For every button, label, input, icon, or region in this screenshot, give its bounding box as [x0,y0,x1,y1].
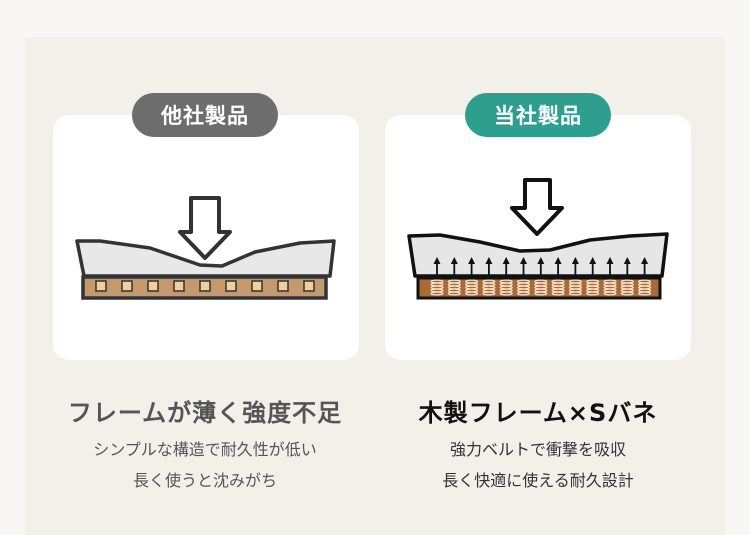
support-arrowhead [450,257,458,264]
slat [147,280,159,292]
support-arrowhead [468,257,476,264]
pressure-arrow-icon [178,196,232,260]
spring-icon [568,279,583,296]
other-product-badge: 他社製品 [132,93,278,137]
support-arrowhead [520,257,527,264]
slat [277,280,289,292]
slat [199,280,211,292]
spring-icon [551,279,565,296]
spring-icon [482,279,496,296]
support-arrowhead [433,257,441,264]
spring-icon [499,279,513,296]
other-product-title: フレームが薄く強度不足 [67,399,343,427]
spring-icon [534,279,548,296]
support-arrowhead [485,257,493,264]
slat [225,280,237,292]
spring-icon [430,279,444,296]
other-mattress-illustration [75,196,336,300]
s-springs [430,279,652,296]
support-arrowhead [641,257,649,264]
slat [173,280,185,292]
slat [251,280,263,292]
support-arrowhead [502,257,510,264]
other-description-line-2: 長く使うと沈みがち [132,471,277,490]
spring-icon [603,279,617,296]
wooden-frame [416,276,662,300]
spring-icon [516,279,531,296]
pressure-arrow-icon [510,178,564,236]
slat [303,280,315,292]
spring-icon [620,279,634,296]
slat [95,280,107,292]
spring-icon [465,279,479,296]
our-description-line-2: 長く快適に使える耐久設計 [442,471,634,490]
support-arrowhead [623,257,631,264]
our-description-line-1: 強力ベルトで衝撃を吸収 [449,440,626,459]
support-arrowhead [571,257,579,264]
support-arrowhead [537,257,545,264]
frame-slats [95,280,315,292]
support-arrowhead [589,257,597,264]
support-arrowhead [554,257,562,264]
other-description-line-1: シンプルな構造で耐久性が低い [93,440,317,459]
support-arrowhead [606,257,614,264]
cushion [407,232,669,278]
slat [121,280,133,292]
spring-icon [586,279,600,296]
our-product-title: 木製フレーム×Sバネ [418,399,658,427]
our-mattress-illustration [407,178,669,300]
our-product-badge: 当社製品 [465,93,611,137]
spring-icon [447,279,461,296]
support-arrows [433,257,649,276]
spring-icon [637,279,652,296]
